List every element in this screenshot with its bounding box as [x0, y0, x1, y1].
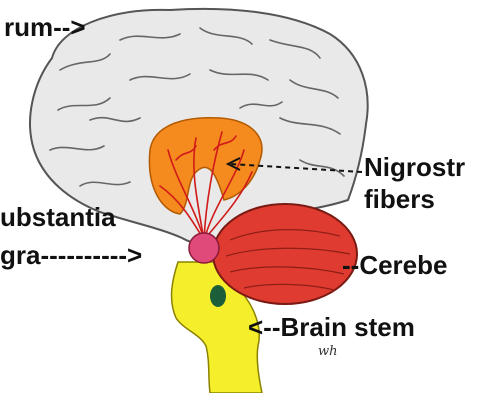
label-nigra: gra---------->: [0, 242, 142, 268]
substantia-nigra: [189, 233, 219, 263]
label-fibers: fibers: [364, 186, 435, 212]
label-cerebellum: --Cerebe: [342, 252, 447, 278]
label-brain-stem: <--Brain stem: [248, 314, 415, 340]
label-nigrostriatal: Nigrostr: [364, 154, 465, 180]
brain-stem-nucleus: [210, 285, 226, 307]
label-substantia: ubstantia: [0, 204, 116, 230]
label-cerebrum: rum-->: [4, 14, 86, 40]
artist-signature: wh: [318, 344, 338, 359]
